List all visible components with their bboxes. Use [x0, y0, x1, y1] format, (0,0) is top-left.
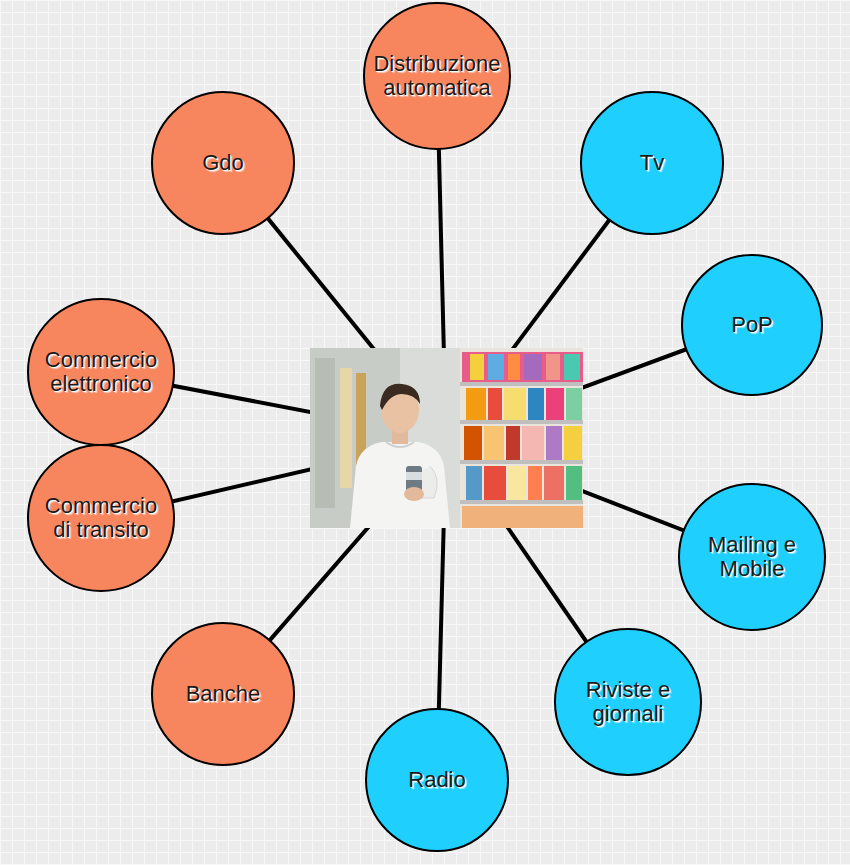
circle-fill — [28, 299, 174, 445]
text-holder: Riviste e giornali — [563, 678, 693, 726]
circle-node: Riviste e giornali — [554, 628, 702, 776]
node-label: Gdo — [202, 151, 244, 175]
circle-node: Commercio di transito — [27, 444, 175, 592]
circle-node: Tv — [580, 91, 724, 235]
node-label: Commercio elettronico — [36, 348, 166, 396]
circle-fill — [152, 623, 294, 765]
circle-fill — [28, 445, 174, 591]
circle-fill — [679, 484, 825, 630]
node-label: Riviste e giornali — [563, 678, 693, 726]
shopper-photo — [310, 348, 583, 528]
node-label: Tv — [640, 151, 664, 175]
node-label: Banche — [186, 682, 261, 706]
node-label: Radio — [408, 768, 465, 792]
text-holder: Tv — [640, 151, 664, 175]
circle-node: Banche — [151, 622, 295, 766]
text-holder: Commercio elettronico — [36, 348, 166, 396]
circle-fill — [682, 255, 822, 395]
circle-node: PoP — [681, 254, 823, 396]
node-label: Distribuzione automatica — [372, 52, 502, 100]
circle-fill — [364, 3, 510, 149]
circle-fill — [366, 709, 508, 851]
node-label: Commercio di transito — [36, 494, 166, 542]
text-holder: Banche — [186, 682, 261, 706]
text-holder: Gdo — [202, 151, 244, 175]
text-holder: Radio — [408, 768, 465, 792]
circle-fill — [581, 92, 723, 234]
circle-node: Mailing e Mobile — [678, 483, 826, 631]
circle-node: Distribuzione automatica — [363, 2, 511, 150]
circle-node: Commercio elettronico — [27, 298, 175, 446]
node-label: PoP — [731, 313, 773, 337]
circle-node: Gdo — [151, 91, 295, 235]
text-holder: Distribuzione automatica — [372, 52, 502, 100]
text-holder: Mailing e Mobile — [687, 533, 817, 581]
circle-fill — [152, 92, 294, 234]
circle-node: Radio — [365, 708, 509, 852]
text-holder: Commercio di transito — [36, 494, 166, 542]
circle-fill — [555, 629, 701, 775]
text-holder: PoP — [731, 313, 773, 337]
node-label: Mailing e Mobile — [687, 533, 817, 581]
spoke-lines — [101, 74, 752, 780]
